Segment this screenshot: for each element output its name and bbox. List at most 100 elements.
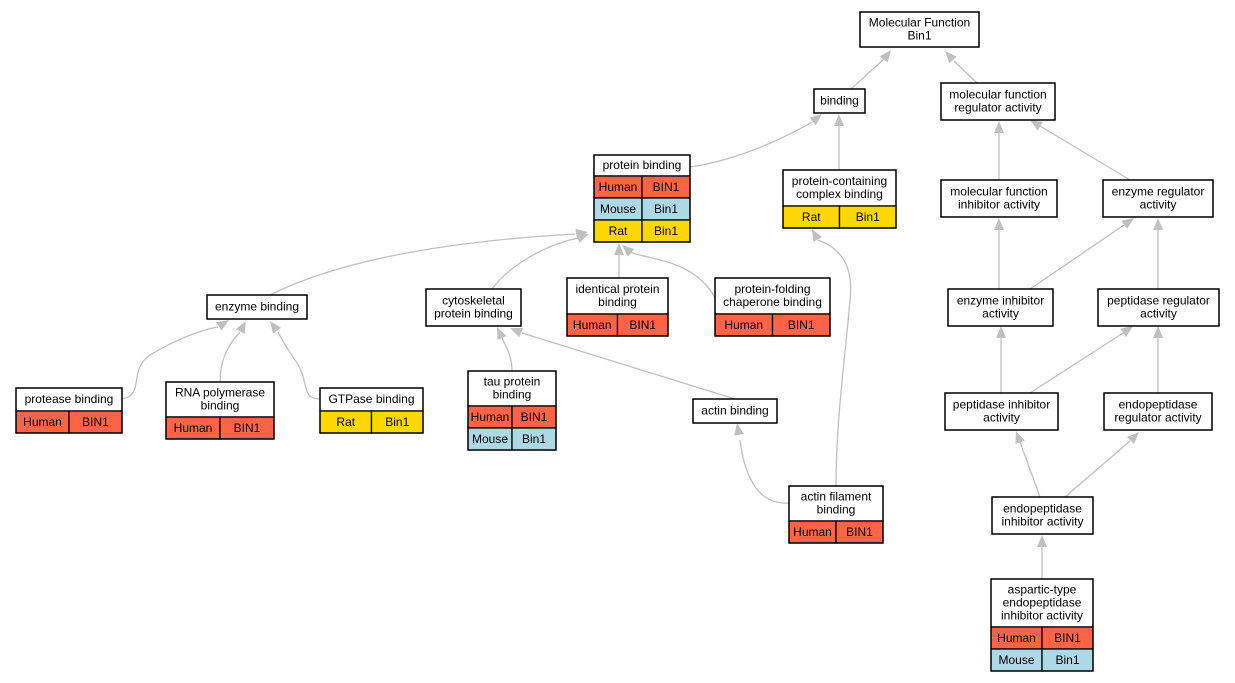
arrowhead	[994, 218, 1004, 230]
node-border	[714, 277, 831, 337]
arrowhead	[1030, 120, 1043, 131]
edge-line	[689, 121, 813, 168]
node-label-line: molecular function	[950, 185, 1047, 199]
edge-gtpase-binding-to-enzyme-binding	[270, 321, 321, 400]
arrowhead	[1015, 431, 1025, 444]
arrowhead	[1153, 326, 1163, 338]
edge-line	[953, 60, 978, 84]
arrowhead	[994, 121, 1004, 133]
arrowhead	[1120, 326, 1133, 337]
species-name: Mouse	[600, 202, 636, 216]
edge-protein-containing-complex-binding-to-binding	[834, 114, 844, 170]
arrowhead	[576, 233, 589, 243]
arrowhead	[270, 321, 282, 334]
edge-line	[817, 239, 852, 487]
edge-line	[269, 233, 576, 296]
node-border	[15, 387, 123, 434]
node-label-line: identical protein	[575, 282, 659, 296]
species-name: Human	[599, 180, 638, 194]
node-label-line: regulator activity	[1114, 411, 1201, 425]
species-name: Human	[174, 421, 213, 435]
node-label-line: endopeptidase	[1003, 596, 1082, 610]
node-border	[692, 398, 778, 424]
node-label-line: inhibitor activity	[958, 198, 1040, 212]
node-border	[940, 82, 1056, 121]
arrowhead	[879, 50, 891, 63]
node-border	[566, 277, 669, 337]
edge-protease-binding-to-enzyme-binding	[121, 320, 229, 400]
node-label-line: protein-containing	[792, 174, 887, 188]
node-label-line: molecular function	[949, 88, 1046, 102]
node-label-line: complex binding	[796, 187, 883, 201]
species-name: Rat	[802, 210, 821, 224]
gene-name: Bin1	[654, 224, 678, 238]
node-label-line: enzyme regulator	[1112, 185, 1205, 199]
edge-cytoskeletal-protein-binding-to-protein-binding	[491, 233, 589, 290]
node-border	[859, 11, 980, 48]
edge-peptidase-regulator-activity-to-enzyme-regulator-activity	[1153, 218, 1163, 289]
edge-line	[277, 331, 321, 400]
species-name: Human	[997, 631, 1036, 645]
arrowhead	[497, 327, 507, 340]
node-label-line: RNA polymerase	[175, 386, 265, 400]
node-enzyme-binding[interactable]: enzyme binding	[206, 294, 308, 320]
node-border	[991, 496, 1094, 535]
species-name: Human	[724, 318, 763, 332]
node-border	[782, 169, 897, 229]
node-label-box	[991, 496, 1094, 535]
edge-line	[121, 326, 219, 400]
gene-name: BIN1	[234, 421, 261, 435]
edge-binding-to-molecular-function	[850, 50, 891, 90]
edge-line	[521, 332, 736, 400]
gene-name: BIN1	[788, 318, 815, 332]
arrowhead	[1153, 218, 1163, 230]
node-border	[206, 294, 308, 320]
edge-mf-inhibitor-activity-to-mf-regulator-activity	[994, 121, 1004, 180]
node-binding[interactable]: binding	[813, 88, 866, 114]
node-label-line: Molecular Function	[869, 16, 970, 30]
node-label-box	[813, 88, 866, 114]
edge-enzyme-inhibitor-activity-to-enzyme-regulator-activity	[1029, 218, 1134, 290]
node-label-line: protease binding	[25, 392, 114, 406]
arrowhead	[734, 423, 745, 436]
edge-protein-binding-to-binding	[689, 114, 822, 168]
edges-layer	[121, 50, 1163, 579]
node-actin-binding[interactable]: actin binding	[692, 398, 778, 424]
arrowhead	[235, 321, 246, 334]
edge-enzyme-binding-to-protein-binding	[269, 228, 588, 296]
node-label-line: activity	[1140, 198, 1177, 212]
node-label-line: regulator activity	[954, 101, 1041, 115]
edge-peptidase-inhibitor-activity-to-enzyme-inhibitor-activity	[996, 326, 1006, 393]
edge-protein-folding-chaperone-binding-to-protein-binding	[622, 245, 716, 299]
node-label-line: protein binding	[434, 307, 513, 321]
edge-mf-regulator-activity-to-molecular-function	[945, 51, 978, 84]
node-border	[1102, 179, 1214, 218]
arrowhead	[1121, 218, 1134, 229]
arrowhead	[809, 114, 822, 126]
species-name: Rat	[336, 415, 355, 429]
edge-actin-binding-to-cytoskeletal-protein-binding	[510, 328, 736, 400]
arrowhead	[622, 245, 635, 257]
node-label-line: inhibitor activity	[1001, 609, 1083, 623]
